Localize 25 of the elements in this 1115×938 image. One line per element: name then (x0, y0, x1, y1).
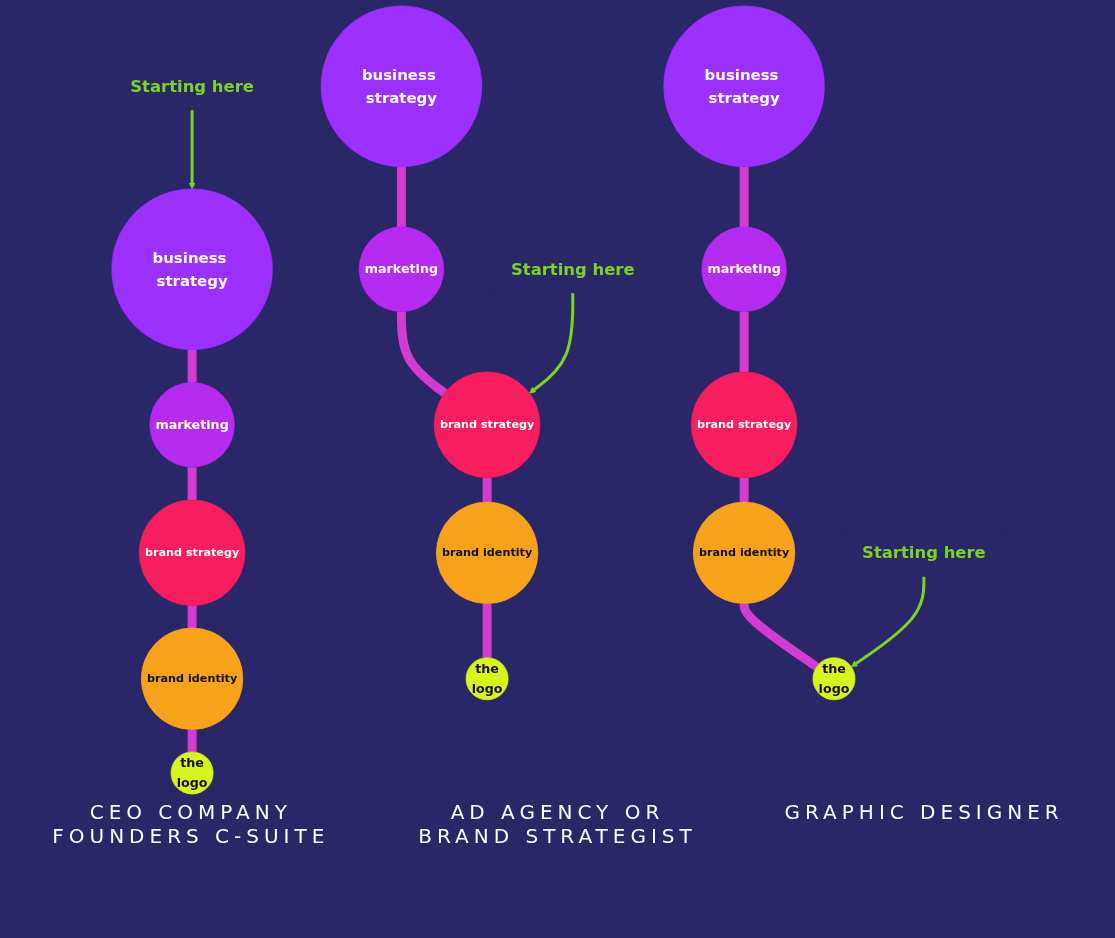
node-circle: business strategy (110, 188, 273, 350)
node-circle: marketing (700, 226, 787, 312)
arrow (528, 292, 574, 394)
node-circle: brand strategy (433, 371, 540, 478)
node-circle: the logo (170, 751, 213, 795)
node-circle: brand strategy (138, 499, 245, 606)
node-circle: the logo (812, 657, 855, 701)
node-circle: brand strategy (690, 371, 797, 478)
node-circle: brand identity (435, 501, 538, 604)
node-circle: brand identity (140, 627, 243, 730)
node-text: Starting here (129, 76, 254, 96)
node-text: Starting here (510, 259, 635, 279)
connector (396, 311, 447, 397)
arrow (850, 576, 925, 668)
node-circle: marketing (358, 226, 444, 312)
node-circle: business strategy (320, 5, 482, 167)
column-caption: GRAPHIC DESIGNER (783, 800, 1065, 826)
column-caption: CEO COMPANY FOUNDERS C-SUITE (51, 800, 331, 848)
arrow (188, 109, 195, 190)
node-text: Starting here (861, 543, 986, 563)
node-circle: business strategy (662, 5, 825, 167)
node-circle: marketing (148, 382, 235, 468)
node-circle: the logo (465, 657, 509, 701)
node-circle: brand identity (692, 501, 795, 604)
column-caption: AD AGENCY OR BRAND STRATEGIST (417, 800, 698, 848)
